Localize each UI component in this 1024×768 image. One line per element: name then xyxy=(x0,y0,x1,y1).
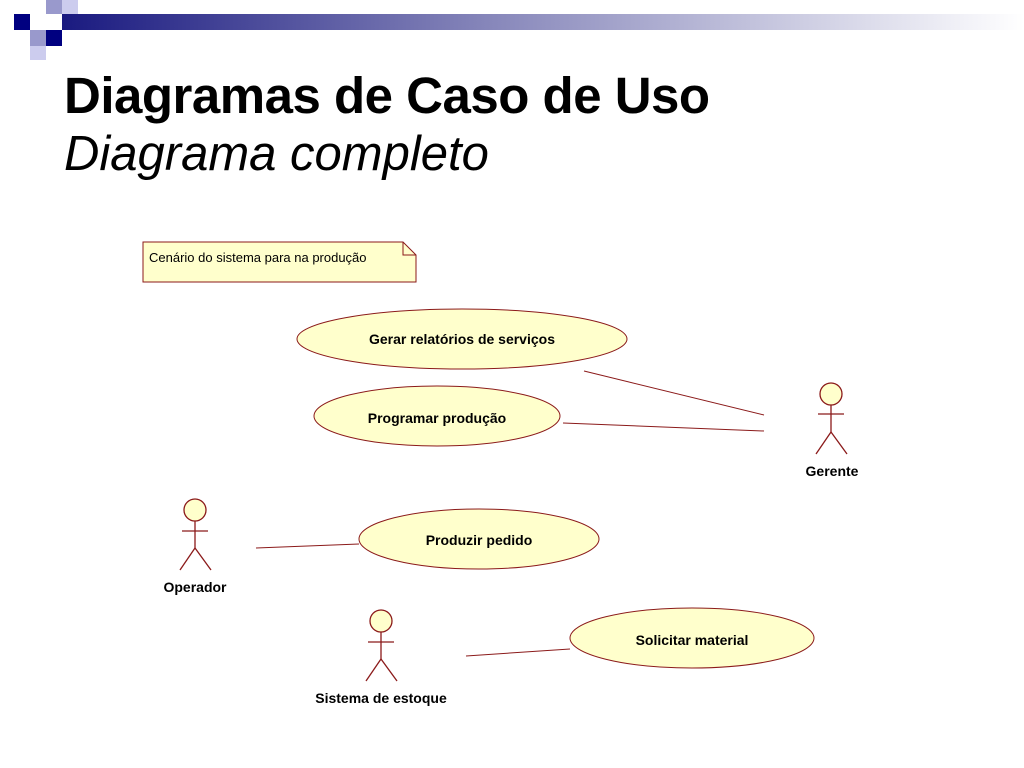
deco-square xyxy=(14,14,30,30)
actor-leg-left xyxy=(365,658,382,682)
actor-leg-right xyxy=(194,547,212,571)
deco-square xyxy=(46,30,62,46)
use-case-label: Programar produção xyxy=(368,410,506,426)
slide-header-decoration xyxy=(14,0,1024,60)
use-case-produzir-pedido: Produzir pedido xyxy=(358,508,600,570)
title-block: Diagramas de Caso de Uso Diagrama comple… xyxy=(64,66,710,182)
header-gradient-bar xyxy=(62,14,1024,30)
deco-square xyxy=(30,30,46,46)
use-case-label: Gerar relatórios de serviços xyxy=(369,331,555,347)
actor-gerente xyxy=(815,382,848,455)
deco-square xyxy=(62,0,78,14)
slide-title: Diagramas de Caso de Uso xyxy=(64,67,710,124)
actor-label-operador: Operador xyxy=(163,579,227,595)
deco-square xyxy=(30,46,46,60)
actor-operador xyxy=(179,498,212,571)
note-fold xyxy=(402,242,416,256)
use-case-label: Solicitar material xyxy=(636,632,749,648)
actor-head xyxy=(819,382,843,406)
actor-leg-left xyxy=(815,431,832,455)
use-case-programar-producao: Programar produção xyxy=(313,385,561,447)
deco-square xyxy=(46,0,62,14)
association-estoque-solicitar-material xyxy=(465,648,571,657)
association-gerente-programar-producao xyxy=(562,422,765,432)
actor-label-sistema-de-estoque: Sistema de estoque xyxy=(315,690,447,706)
actor-leg-left xyxy=(179,547,196,571)
actor-head xyxy=(183,498,207,522)
actor-sistema-de-estoque xyxy=(365,609,398,682)
note: Cenário do sistema para na produção xyxy=(142,241,417,283)
use-case-solicitar-material: Solicitar material xyxy=(569,607,815,669)
association-gerente-gerar-relatorios xyxy=(583,370,765,416)
note-text: Cenário do sistema para na produção xyxy=(149,250,367,265)
slide-subtitle: Diagrama completo xyxy=(64,127,489,181)
actor-head xyxy=(369,609,393,633)
use-case-label: Produzir pedido xyxy=(426,532,533,548)
use-case-gerar-relatorios: Gerar relatórios de serviços xyxy=(296,308,628,370)
actor-leg-right xyxy=(830,431,848,455)
actor-leg-right xyxy=(380,658,398,682)
actor-label-gerente: Gerente xyxy=(806,463,859,479)
association-operador-produzir-pedido xyxy=(255,543,360,549)
note-shape xyxy=(142,241,417,283)
